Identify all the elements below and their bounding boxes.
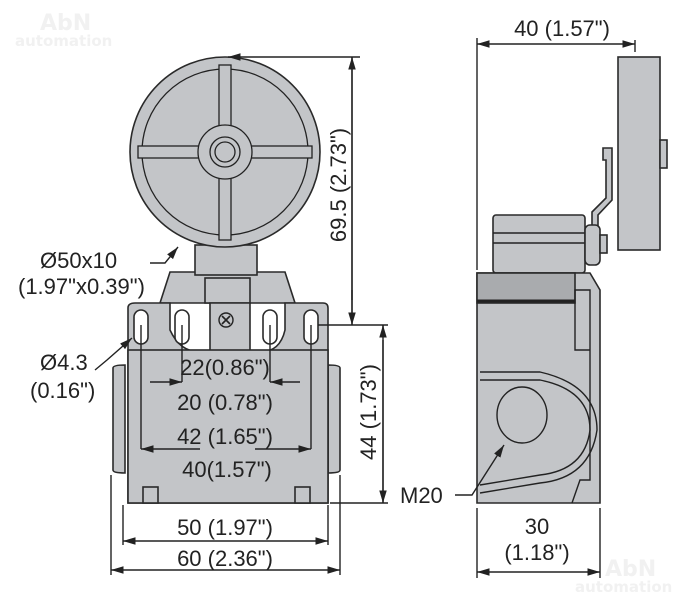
thread-label: M20 [400,483,443,508]
watermark-bottom-right: AbN automation [575,557,672,596]
wheel-bracket [194,244,258,276]
svg-text:automation: automation [575,578,672,596]
hole-diameter-label: Ø4.3 [40,350,88,375]
plunger [204,277,251,304]
front-view: Ø50x10 (1.97"x0.39") Ø4.3 (0.16") 22(0.8… [18,57,388,575]
conduit-entry [496,386,548,444]
side-dim-40: 40 (1.57") [514,16,610,41]
dim-42: 42 (1.65") [177,424,273,449]
roller-wheel [129,56,321,248]
wheel-size-label-in: (1.97"x0.39") [18,274,145,299]
dim-40: 40(1.57") [182,457,272,482]
dim-60: 60 (2.36") [177,546,273,571]
watermark-top-left: AbN automation [15,11,112,50]
dim-body-height: 44 (1.73") [356,364,381,460]
dim-22: 22(0.86") [180,355,270,380]
screw-icon [218,312,234,328]
body-lower [127,349,329,504]
dim-20: 20 (0.78") [177,390,273,415]
dim-total-height: 69.5 (2.73") [326,128,351,242]
side-dim-30-in: (1.18") [504,540,569,565]
side-wheel [617,56,661,251]
actuator-head [492,214,586,274]
right-flange [327,364,341,474]
wheel-size-label: Ø50x10 [40,248,117,273]
dim-50: 50 (1.97") [177,515,273,540]
side-dim-30: 30 [525,514,549,539]
left-flange [112,364,126,474]
svg-text:automation: automation [15,32,112,50]
hole-diameter-label-in: (0.16") [30,378,95,403]
side-view: 40 (1.57") M20 30 (1.18") [400,16,668,578]
svg-text:AbN: AbN [605,557,656,582]
lever-arm [591,147,613,236]
svg-text:AbN: AbN [40,11,91,36]
side-body [476,272,601,504]
